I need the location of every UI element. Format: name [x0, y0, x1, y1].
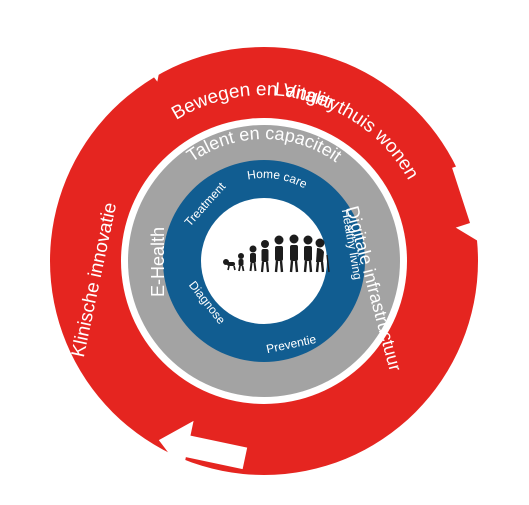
arrow-top-left-icon — [88, 40, 165, 106]
person-toddler-icon — [238, 253, 245, 272]
person-adult-icon — [289, 234, 299, 273]
person-child-icon — [249, 245, 257, 272]
person-middle-aged-icon — [303, 235, 313, 273]
person-baby-icon — [223, 259, 236, 271]
arrow-right-icon — [452, 161, 506, 249]
person-young-adult-icon — [274, 235, 284, 273]
middle-label-left: E-Health — [148, 227, 168, 297]
person-teen-icon — [260, 240, 270, 273]
arrow-bottom-left-icon — [158, 420, 248, 472]
person-elderly-cane-icon — [315, 238, 330, 273]
ages-of-life-people-icon — [223, 234, 330, 273]
